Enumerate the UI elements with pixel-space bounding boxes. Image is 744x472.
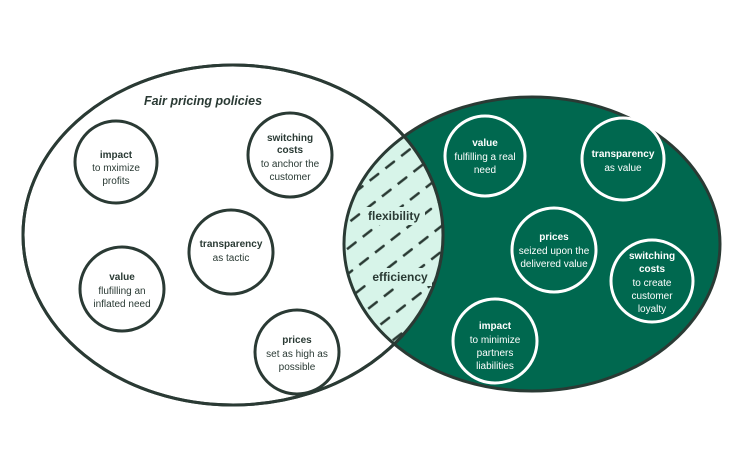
- svg-text:prices: prices: [282, 335, 312, 346]
- svg-text:costs: costs: [277, 145, 304, 156]
- svg-text:customer: customer: [631, 291, 673, 302]
- svg-text:profits: profits: [102, 176, 129, 187]
- svg-text:impact: impact: [100, 150, 133, 161]
- svg-text:set as high as: set as high as: [266, 349, 328, 360]
- fair-item-transparency: transparency as tactic: [187, 208, 275, 296]
- svg-text:liabilities: liabilities: [476, 361, 514, 372]
- svg-text:to mximize: to mximize: [92, 163, 140, 174]
- svg-text:as tactic: as tactic: [213, 253, 250, 264]
- svg-text:to create: to create: [633, 278, 672, 289]
- svg-text:delivered value: delivered value: [520, 259, 588, 270]
- fair-item-prices: prices set as high as possible: [253, 308, 341, 396]
- traditional-pricing-title: Traditional pricing policies: [453, 79, 612, 93]
- svg-text:seized upon the: seized upon the: [519, 246, 590, 257]
- svg-text:value: value: [472, 138, 498, 149]
- svg-text:flufilling an: flufilling an: [98, 286, 145, 297]
- svg-text:need: need: [474, 165, 496, 176]
- svg-text:switching: switching: [629, 251, 675, 262]
- svg-text:customer: customer: [269, 172, 311, 183]
- svg-text:partners: partners: [477, 348, 514, 359]
- svg-text:transparency: transparency: [200, 239, 263, 250]
- svg-text:loyalty: loyalty: [638, 304, 666, 315]
- svg-text:inflated need: inflated need: [93, 299, 150, 310]
- fair-item-value: value flufilling an inflated need: [78, 245, 166, 333]
- svg-text:costs: costs: [639, 264, 666, 275]
- svg-text:transparency: transparency: [592, 149, 655, 160]
- fair-item-switching-costs: switching costs to anchor the customer: [246, 111, 334, 199]
- svg-text:possible: possible: [279, 362, 316, 373]
- svg-text:fulfilling a real: fulfilling a real: [454, 152, 515, 163]
- svg-text:to minimize: to minimize: [470, 335, 521, 346]
- traditional-item-impact: impact to minimize partners liabilities: [451, 297, 539, 385]
- traditional-item-switching-costs: switching costs to create customer loyal…: [609, 238, 695, 324]
- svg-text:to anchor the: to anchor the: [261, 159, 320, 170]
- traditional-item-value: value fulfilling a real need: [443, 114, 527, 198]
- svg-text:prices: prices: [539, 232, 569, 243]
- traditional-item-prices: prices seized upon the delivered value: [510, 206, 598, 294]
- svg-text:as value: as value: [604, 163, 642, 174]
- overlap-label-efficiency: efficiency: [372, 270, 428, 284]
- svg-text:impact: impact: [479, 321, 512, 332]
- fair-pricing-title: Fair pricing policies: [144, 94, 262, 108]
- svg-text:value: value: [109, 272, 135, 283]
- svg-text:switching: switching: [267, 133, 313, 144]
- overlap-label-flexibility: flexibility: [368, 209, 420, 223]
- fair-item-impact: impact to mximize profits: [73, 119, 159, 205]
- traditional-item-transparency: transparency as value: [580, 116, 666, 202]
